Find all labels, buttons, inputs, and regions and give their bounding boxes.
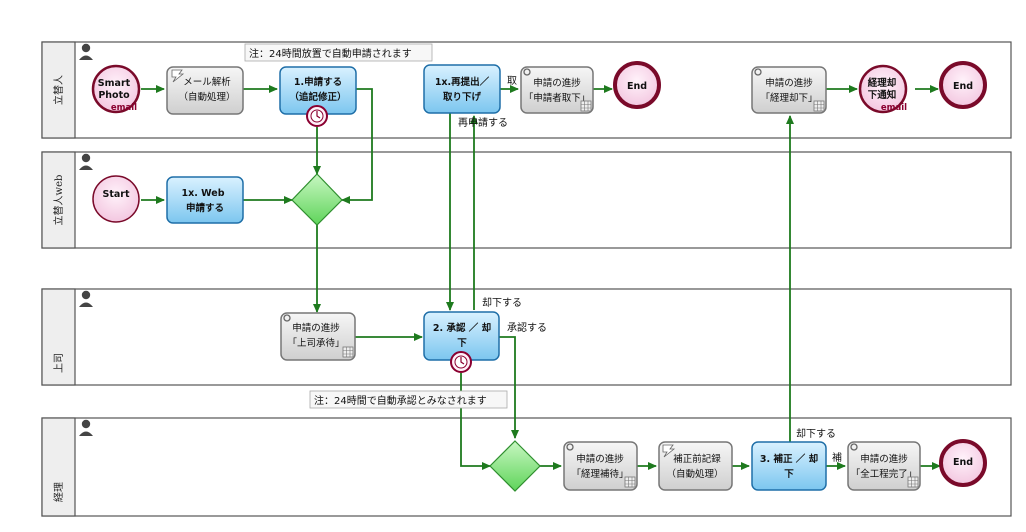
table-icon	[624, 476, 636, 488]
event-reject-notify-line1: 経理却	[868, 77, 897, 89]
task-progress-accounting-line2: 「経理補待」	[571, 468, 628, 480]
flow-label-withdraw: 取	[507, 75, 517, 87]
task-mail-parse-line1: メール解析	[183, 76, 231, 88]
lane-label-accounting: 経理	[52, 482, 65, 502]
flow-label-reject1: 却下する	[482, 297, 522, 309]
task-progress-complete-line1: 申請の進捗	[860, 453, 908, 465]
table-icon	[813, 100, 825, 112]
task-web-apply-line2: 申請する	[186, 202, 224, 214]
task-progress-complete-line2: 「全工程完了」	[851, 468, 918, 480]
task-apply-line1: 1.申請する	[294, 76, 342, 88]
flow-label-reject2: 却下する	[796, 428, 836, 440]
table-icon	[907, 476, 919, 488]
task-web-apply[interactable]: 1x. Web 申請する	[166, 176, 244, 224]
task-progress-boss[interactable]: 申請の進捗 「上司承待」	[280, 312, 356, 361]
task-pre-record-line1: 補正前記録	[673, 453, 721, 465]
task-resubmit-line2: 取り下げ	[443, 91, 482, 103]
flow-apply-to-gateway	[341, 88, 373, 204]
note-auto-approve-text: 注：24時間で自動承認とみなされます	[314, 394, 487, 407]
event-start-label: Start	[102, 189, 129, 200]
script-icon	[171, 69, 185, 83]
event-smart-photo[interactable]: Smart Photo email	[91, 64, 141, 114]
task-approve-line2: 下	[457, 338, 467, 349]
event-end-complete-label: End	[953, 457, 973, 468]
timer-icon	[450, 351, 472, 373]
gear-icon	[523, 68, 531, 76]
task-progress-reject-line2: 「経理却下」	[760, 92, 817, 104]
task-pre-record[interactable]: 補正前記録 （自動処理）	[658, 441, 733, 491]
flow-label-correct: 補	[832, 451, 842, 464]
gateway-apply[interactable]	[291, 173, 343, 226]
script-icon	[662, 444, 676, 458]
task-web-apply-line1: 1x. Web	[181, 188, 224, 199]
gear-icon	[283, 314, 291, 322]
person-icon	[79, 153, 93, 170]
task-apply-line2: （追記修正）	[289, 91, 346, 103]
table-icon	[342, 346, 354, 358]
task-progress-reject-line1: 申請の進捗	[765, 77, 813, 89]
lane-boss: 上司	[41, 288, 1012, 386]
gear-icon	[850, 443, 858, 451]
gear-icon	[754, 68, 762, 76]
lane-label-boss: 上司	[53, 353, 65, 373]
event-start[interactable]: Start	[92, 175, 140, 223]
person-icon	[79, 43, 93, 60]
task-progress-boss-line1: 申請の進捗	[292, 322, 340, 334]
flow-approve-to-gateway2	[499, 336, 519, 439]
person-icon	[79, 419, 93, 436]
task-progress-accounting[interactable]: 申請の進捗 「経理補待」	[563, 441, 638, 491]
lane-applicant-web: 立替人web	[41, 151, 1012, 249]
task-progress-accounting-line1: 申請の進捗	[576, 453, 624, 465]
task-apply[interactable]: 1.申請する （追記修正）	[279, 66, 357, 115]
task-correct-line2: 下	[784, 469, 794, 480]
task-progress-complete[interactable]: 申請の進捗 「全工程完了」	[847, 441, 921, 491]
task-progress-reject[interactable]: 申請の進捗 「経理却下」	[751, 66, 827, 114]
event-reject-notify-sub: email	[881, 103, 907, 113]
gateway-accounting[interactable]	[489, 440, 541, 492]
flow-label-approve: 承認する	[507, 321, 547, 334]
task-correct-line1: 3. 補正 ／ 却	[760, 453, 818, 465]
event-end-reject-label: End	[953, 81, 973, 92]
task-progress-withdraw-line1: 申請の進捗	[533, 77, 581, 89]
task-approve-line1: 2. 承認 ／ 却	[433, 322, 491, 334]
task-progress-withdraw-line2: 「申請者取下」	[524, 92, 591, 104]
table-icon	[580, 100, 592, 112]
task-progress-boss-line2: 「上司承待」	[287, 337, 344, 349]
note-auto-apply: 注：24時間放置で自動申請されます	[244, 43, 433, 62]
event-smart-photo-line1: Smart	[98, 78, 131, 89]
task-resubmit[interactable]: 1x.再提出／ 取り下げ	[423, 64, 501, 114]
event-end-withdraw[interactable]: End	[613, 61, 661, 109]
lane-label-applicant: 立替人	[52, 75, 65, 105]
task-progress-withdraw[interactable]: 申請の進捗 「申請者取下」	[520, 66, 594, 114]
person-icon	[79, 290, 93, 307]
timer-icon	[306, 105, 328, 127]
event-smart-photo-line2: Photo	[98, 90, 130, 101]
event-reject-notify-line2: 下通知	[868, 89, 897, 101]
note-auto-approve: 注：24時間で自動承認とみなされます	[309, 390, 508, 409]
event-smart-photo-sub: email	[111, 103, 137, 113]
event-end-reject[interactable]: End	[939, 61, 987, 109]
gear-icon	[566, 443, 574, 451]
note-auto-apply-text: 注：24時間放置で自動申請されます	[249, 47, 412, 60]
task-correct[interactable]: 3. 補正 ／ 却 下	[751, 441, 827, 491]
event-reject-notify[interactable]: 経理却 下通知 email	[858, 64, 908, 114]
sequence-flows	[141, 85, 941, 470]
task-mail-parse-line2: （自動処理）	[178, 91, 235, 103]
task-approve[interactable]: 2. 承認 ／ 却 下	[423, 311, 500, 361]
event-end-complete[interactable]: End	[939, 439, 987, 487]
event-end-withdraw-label: End	[627, 81, 647, 92]
task-pre-record-line2: （自動処理）	[666, 468, 723, 480]
flow-label-reapply: 再申請する	[458, 116, 508, 129]
lane-label-applicant-web: 立替人web	[52, 175, 65, 226]
task-mail-parse[interactable]: メール解析 （自動処理）	[166, 66, 244, 115]
task-resubmit-line1: 1x.再提出／	[435, 76, 490, 88]
